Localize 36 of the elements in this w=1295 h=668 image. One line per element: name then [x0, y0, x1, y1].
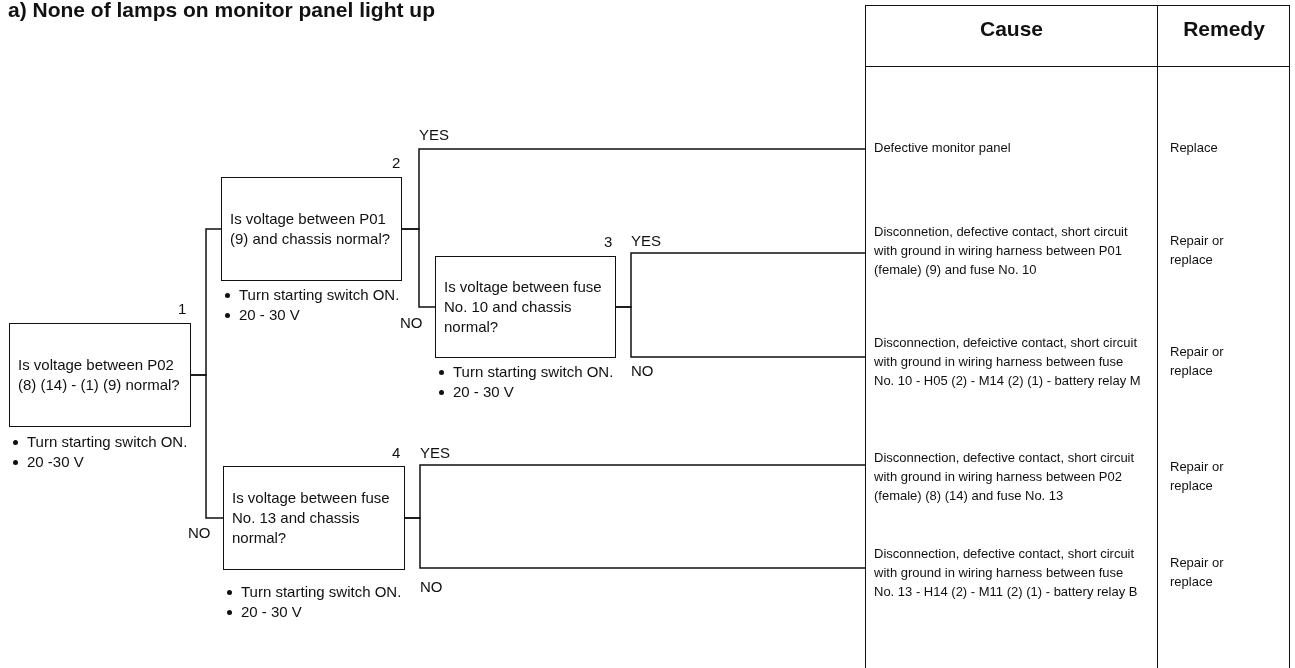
step-number: 2: [392, 154, 401, 171]
condition-note: Turn starting switch ON.: [435, 362, 625, 382]
remedy-text: Repair or replace: [1169, 232, 1225, 269]
cause-text: Disconnection, defeictive contact, short circuit with ground in wiring harness between fuse No. 10 - H05 (2) - M14 (2) (1) - battery relay M: [873, 333, 1142, 390]
cause-text: Disconnetion, defective contact, short circuit with ground in wiring harness between P01 (female) (9) and fuse No. 10: [873, 222, 1129, 279]
cause-text: Disconnection, defective contact, short circuit with ground in wiring harness between P02 (female) (8) (14) and fuse No. 13: [873, 448, 1136, 505]
condition-note: 20 -30 V: [9, 452, 199, 472]
decision-box: [223, 466, 405, 570]
question-text: Is voltage between fuse No. 13 and chassis normal?: [232, 488, 391, 548]
condition-note: 20 - 30 V: [435, 382, 625, 402]
connector-line: [404, 517, 866, 569]
decision-box: [221, 177, 402, 281]
remedy-text: Repair or replace: [1169, 343, 1225, 380]
condition-note: Turn starting switch ON.: [223, 582, 413, 602]
condition-note: 20 - 30 V: [223, 602, 413, 622]
cause-text: Disconnection, defective contact, short circuit with ground in wiring harness between fuse No. 13 - H14 (2) - M11 (2) (1) - battery relay B: [873, 544, 1139, 601]
question-text: Is voltage between P02 (8) (14) - (1) (9) normal?: [18, 355, 181, 395]
decision-box: [435, 256, 616, 358]
connector-line: [615, 306, 866, 358]
question-text: Is voltage between fuse No. 10 and chassis normal?: [444, 277, 603, 337]
remedy-text: Replace: [1169, 138, 1219, 157]
step-number: 4: [392, 444, 401, 461]
column-header: Remedy: [1182, 17, 1266, 41]
condition-note: Turn starting switch ON.: [9, 432, 199, 452]
connector-line: [401, 228, 436, 308]
question-text: Is voltage between P01 (9) and chassis normal?: [230, 209, 392, 249]
step-number: 3: [604, 233, 613, 250]
cause-text: Defective monitor panel: [873, 138, 1012, 157]
decision-box: [9, 323, 191, 427]
column-header: Cause: [979, 17, 1044, 41]
remedy-text: Repair or replace: [1169, 554, 1225, 591]
diagram-title: a) None of lamps on monitor panel light up: [8, 0, 435, 22]
connector-line: [190, 374, 224, 519]
remedy-text: Repair or replace: [1169, 458, 1225, 495]
condition-note: Turn starting switch ON.: [221, 285, 411, 305]
step-number: 1: [178, 300, 187, 317]
